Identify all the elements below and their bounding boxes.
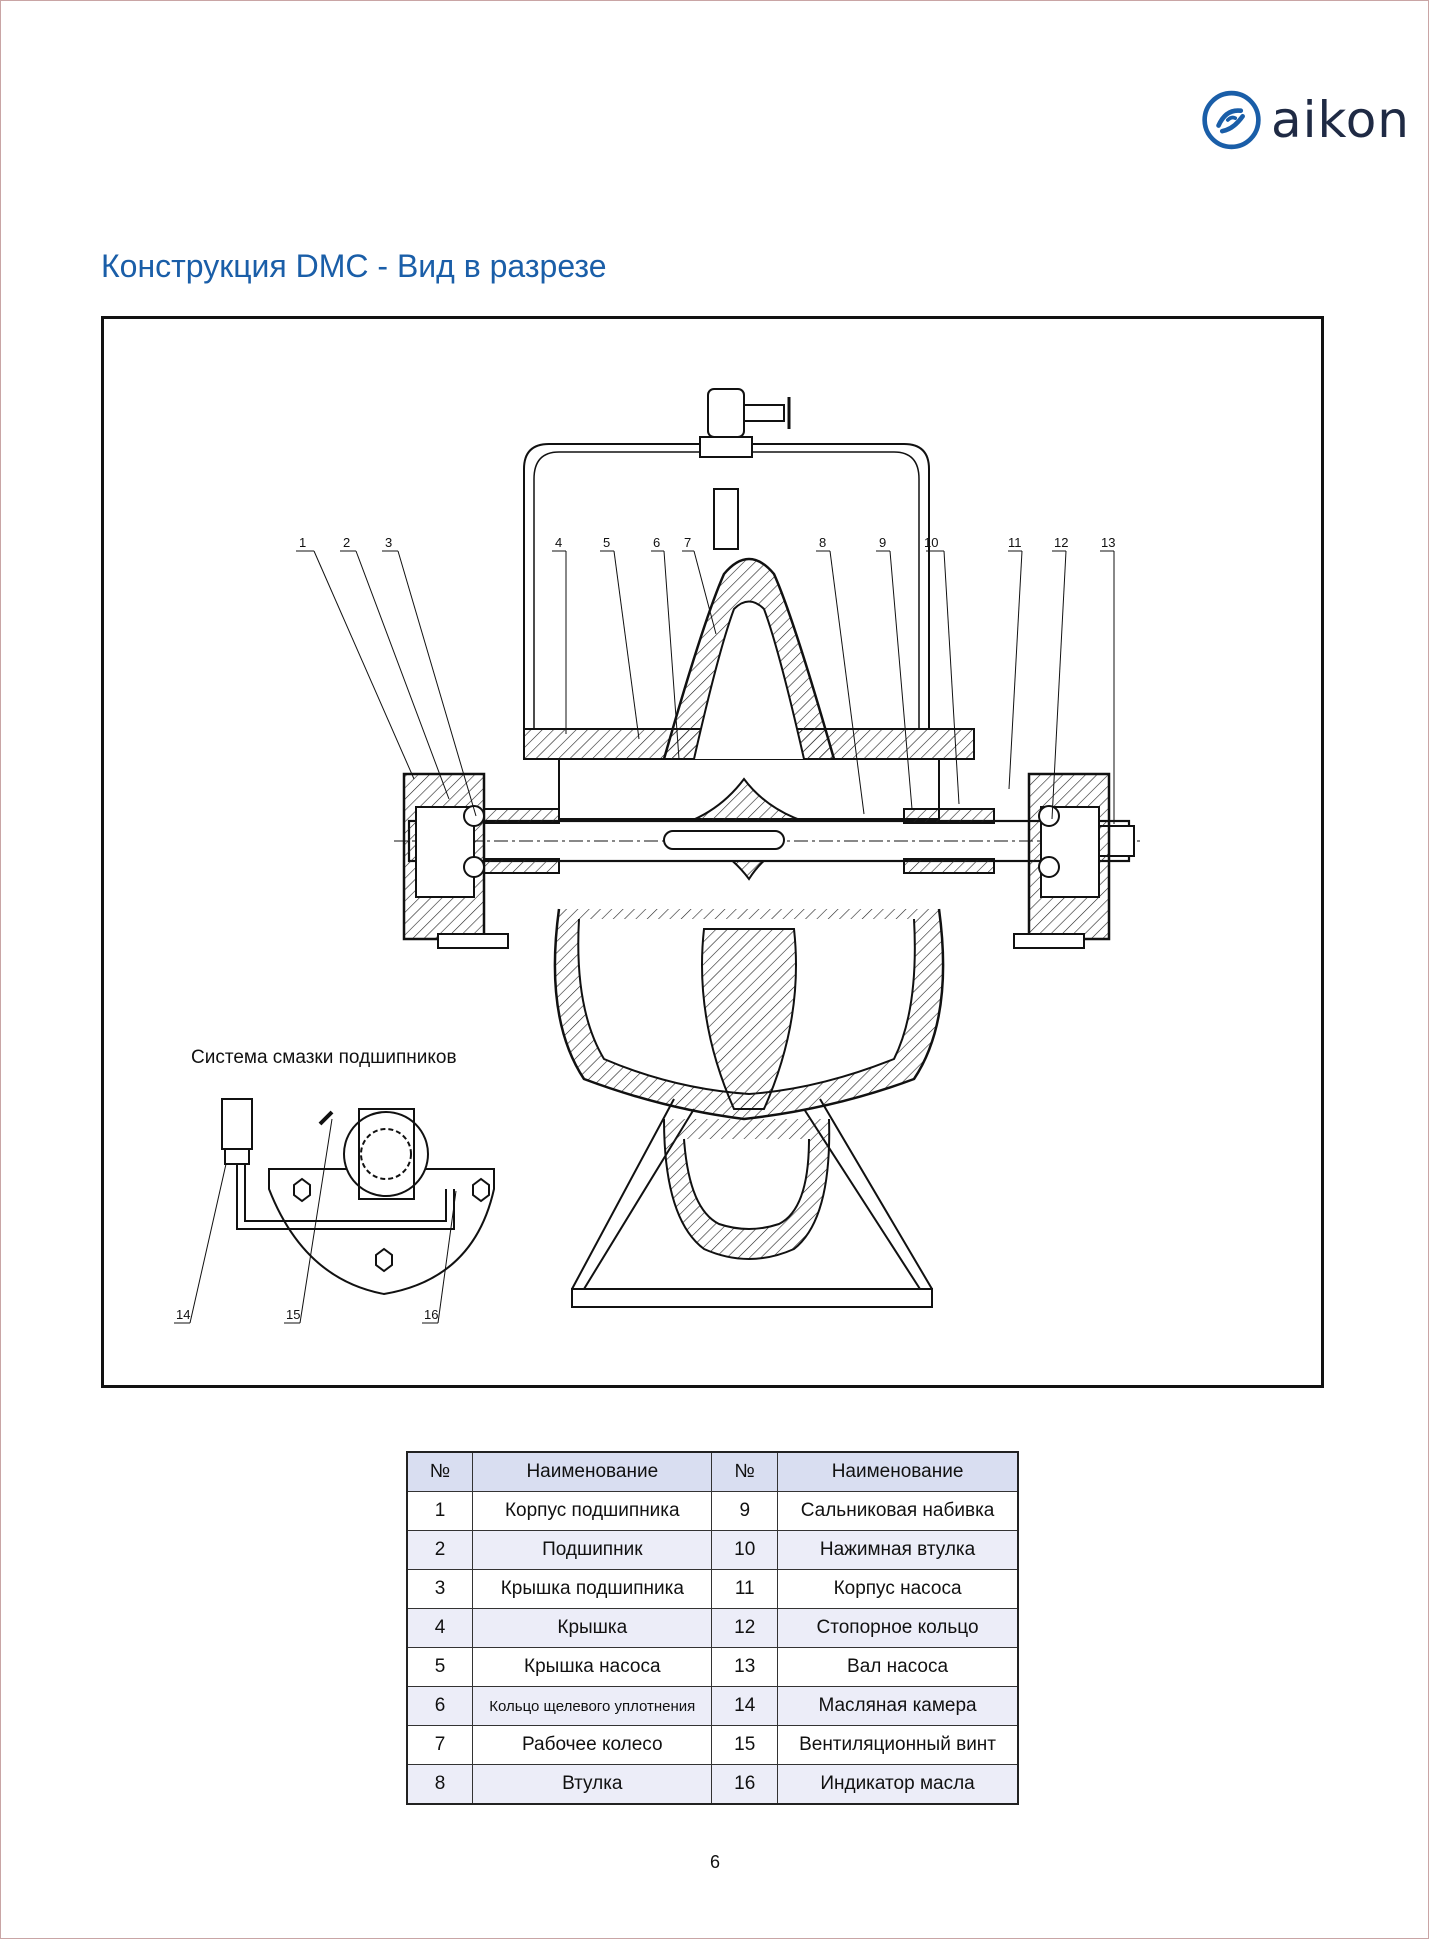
callout-4: 4 xyxy=(555,535,562,550)
callout-14: 14 xyxy=(176,1307,190,1322)
part-name: Крышка xyxy=(472,1608,713,1648)
part-no: 7 xyxy=(406,1725,474,1765)
part-name: Корпус насоса xyxy=(777,1569,1019,1609)
page-title: Конструкция DMC - Вид в разрезе xyxy=(101,248,607,284)
callout-2: 2 xyxy=(343,535,350,550)
part-no: 16 xyxy=(711,1764,779,1805)
header-no-left: № xyxy=(406,1451,474,1492)
aikon-logo-icon xyxy=(1202,90,1261,150)
callout-15: 15 xyxy=(286,1307,300,1322)
pump-drawing-svg: 1 2 3 4 5 6 7 8 9 10 11 12 13 14 15 16 xyxy=(174,388,1144,1324)
callout-12: 12 xyxy=(1054,535,1068,550)
part-name: Корпус подшипника xyxy=(472,1491,713,1531)
table-row: 4 Крышка 12 Стопорное кольцо xyxy=(406,1608,1019,1648)
part-no: 11 xyxy=(711,1569,779,1609)
part-name: Масляная камера xyxy=(777,1686,1019,1726)
page-number: 6 xyxy=(709,1852,720,1872)
lube-leaders xyxy=(174,1118,457,1324)
part-name: Втулка xyxy=(472,1764,713,1805)
callout-labels: 1 2 3 4 5 6 7 8 9 10 11 12 13 14 15 16 xyxy=(176,535,1115,1322)
part-name: Сальниковая набивка xyxy=(777,1491,1019,1531)
part-name: Вентиляционный винт xyxy=(777,1725,1019,1765)
part-name: Нажимная втулка xyxy=(777,1530,1019,1570)
part-no: 4 xyxy=(406,1608,474,1648)
part-no: 13 xyxy=(711,1647,779,1687)
part-name: Вал насоса xyxy=(777,1647,1019,1687)
part-name: Подшипник xyxy=(472,1530,713,1570)
header-name-left: Наименование xyxy=(472,1451,713,1492)
table-row: 7 Рабочее колесо 15 Вентиляционный винт xyxy=(406,1725,1019,1765)
callout-9: 9 xyxy=(879,535,886,550)
part-name: Рабочее колесо xyxy=(472,1725,713,1765)
callout-8: 8 xyxy=(819,535,826,550)
lube-system-caption: Система смазки подшипников xyxy=(191,1047,457,1068)
callout-10: 10 xyxy=(924,535,938,550)
part-no: 10 xyxy=(711,1530,779,1570)
part-name: Крышка подшипника xyxy=(472,1569,713,1609)
callout-leaders xyxy=(296,550,1115,824)
header-name-right: Наименование xyxy=(777,1451,1019,1492)
part-name: Крышка насоса xyxy=(472,1647,713,1687)
part-no: 5 xyxy=(406,1647,474,1687)
callout-13: 13 xyxy=(1101,535,1115,550)
callout-5: 5 xyxy=(603,535,610,550)
callout-1: 1 xyxy=(299,535,306,550)
table-row: 8 Втулка 16 Индикатор масла xyxy=(406,1764,1019,1805)
callout-6: 6 xyxy=(653,535,660,550)
brand-logo: aikon xyxy=(1200,80,1410,160)
table-row: 5 Крышка насоса 13 Вал насоса xyxy=(406,1647,1019,1687)
table-row: 3 Крышка подшипника 11 Корпус насоса xyxy=(406,1569,1019,1609)
pump-outline xyxy=(394,388,1144,1308)
part-no: 2 xyxy=(406,1530,474,1570)
brand-name: aikon xyxy=(1271,91,1410,149)
callout-7: 7 xyxy=(684,535,691,550)
parts-table: № Наименование № Наименование 1 Корпус п… xyxy=(406,1451,1019,1805)
part-name: Кольцо щелевого уплотнения xyxy=(472,1686,713,1726)
part-no: 15 xyxy=(711,1725,779,1765)
table-row: 1 Корпус подшипника 9 Сальниковая набивк… xyxy=(406,1491,1019,1531)
callout-16: 16 xyxy=(424,1307,438,1322)
parts-table-header: № Наименование № Наименование xyxy=(406,1451,1019,1492)
part-no: 3 xyxy=(406,1569,474,1609)
lube-system-detail xyxy=(221,1098,495,1296)
table-row: 2 Подшипник 10 Нажимная втулка xyxy=(406,1530,1019,1570)
table-row: 6 Кольцо щелевого уплотнения 14 Масляная… xyxy=(406,1686,1019,1726)
callout-11: 11 xyxy=(1008,535,1022,550)
cross-section-drawing: 1 2 3 4 5 6 7 8 9 10 11 12 13 14 15 16 xyxy=(101,316,1324,1388)
header-no-right: № xyxy=(711,1451,779,1492)
part-no: 8 xyxy=(406,1764,474,1805)
part-no: 9 xyxy=(711,1491,779,1531)
part-no: 1 xyxy=(406,1491,474,1531)
part-name: Стопорное кольцо xyxy=(777,1608,1019,1648)
part-no: 6 xyxy=(406,1686,474,1726)
part-name: Индикатор масла xyxy=(777,1764,1019,1805)
part-no: 12 xyxy=(711,1608,779,1648)
callout-3: 3 xyxy=(385,535,392,550)
part-no: 14 xyxy=(711,1686,779,1726)
